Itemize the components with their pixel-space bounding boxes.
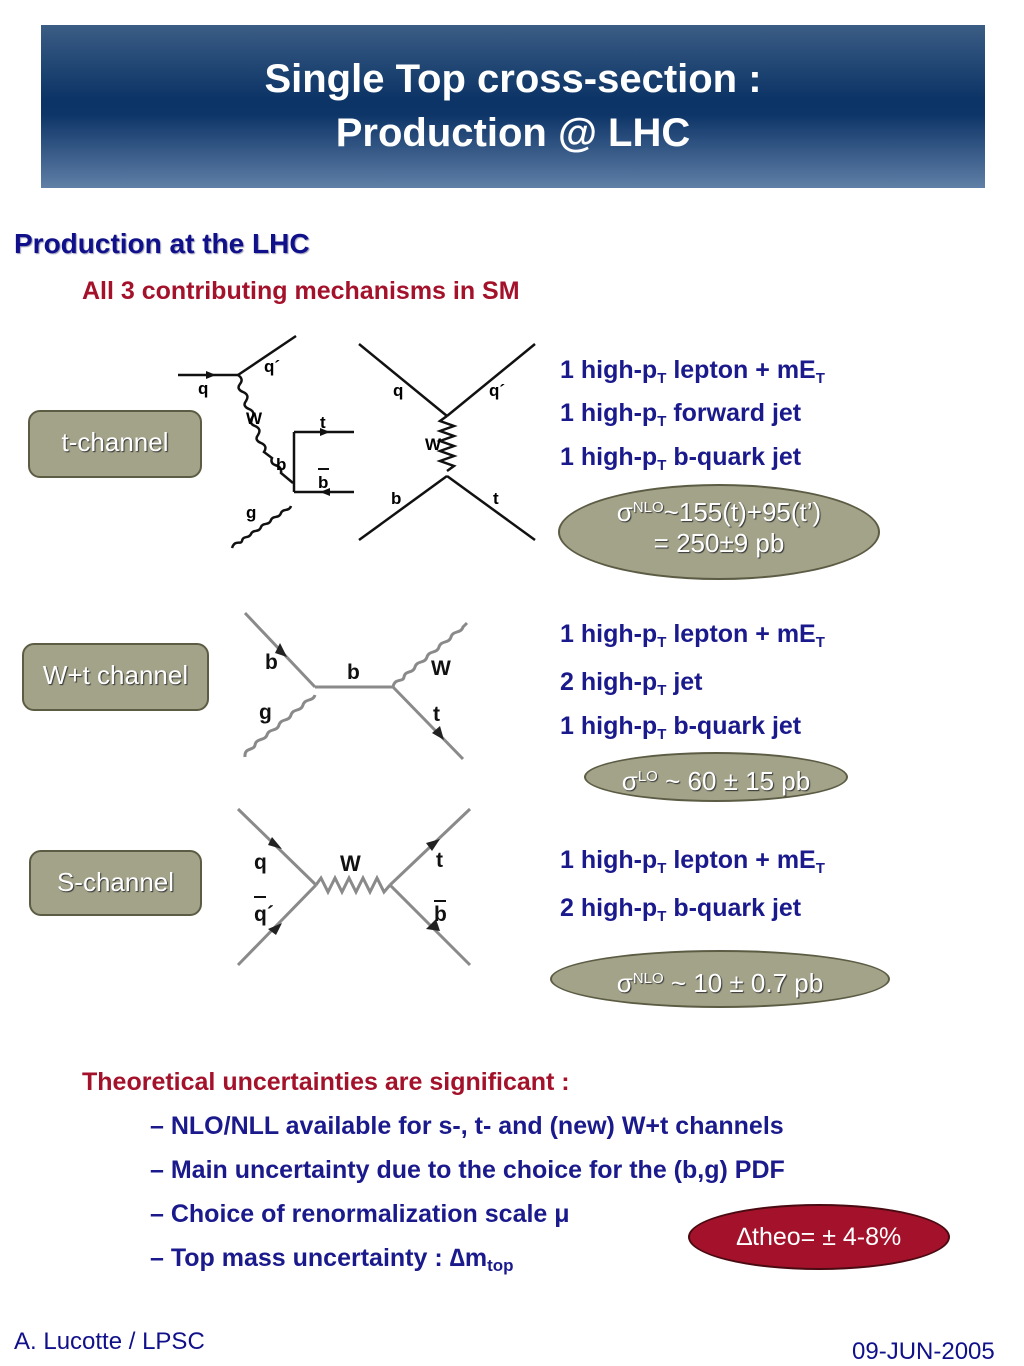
label-q-prime: q´ (264, 357, 280, 376)
label-w: W (425, 435, 442, 454)
label-b-in: b (265, 651, 278, 674)
label-q: q (393, 381, 403, 400)
s-channel-cross-section: σNLO ~ 10 ± 0.7 pb (550, 950, 890, 1008)
title-banner: Single Top cross-section : Production @ … (41, 25, 985, 188)
t-channel-box: t-channel (28, 410, 202, 478)
label-t: t (493, 489, 499, 508)
wt-channel-signature-1: 1 high-pT lepton + mET (560, 620, 825, 651)
wt-channel-signature-3: 1 high-pT b-quark jet (560, 712, 802, 743)
uncertainty-item: – NLO/NLL available for s-, t- and (new)… (150, 1112, 784, 1140)
t-channel-diagram-1: q q´ W t b b g (178, 334, 354, 549)
t-channel-diagram-2: q q´ W b t (358, 343, 536, 542)
footer-date: 09-JUN-2005 (852, 1338, 995, 1365)
uncertainty-item: – Top mass uncertainty : ∆mtop (150, 1244, 514, 1275)
s-channel-signature-2: 2 high-pT b-quark jet (560, 894, 802, 925)
label-t: t (436, 849, 443, 872)
footer-author: A. Lucotte / LPSC (14, 1328, 205, 1355)
s-channel-label: S-channel (56, 867, 175, 897)
t-channel-signature-1: 1 high-pT lepton + mET (560, 356, 825, 387)
uncertainty-item: – Main uncertainty due to the choice for… (150, 1156, 785, 1184)
label-q-prime: q´ (489, 381, 505, 400)
wt-channel-box: W+t channel (22, 643, 209, 711)
theory-uncertainty-badge: ∆theo= ± 4-8% (688, 1204, 950, 1270)
label-qbar-prime: q´ (254, 903, 274, 926)
label-w: W (340, 851, 361, 876)
t-channel-signature-2: 1 high-pT forward jet (560, 399, 802, 430)
wt-channel-label: W+t channel (42, 660, 189, 690)
uncertainty-item: – Choice of renormalization scale μ (150, 1200, 570, 1228)
label-w: W (246, 409, 263, 428)
s-channel-diagram: q q´ W t b (236, 807, 472, 967)
label-bbar: b (318, 473, 328, 492)
wt-channel-signature-2: 2 high-pT jet (560, 668, 703, 699)
label-t: t (433, 703, 440, 726)
title-line1: Single Top cross-section : (264, 57, 762, 101)
t-channel-label: t-channel (61, 427, 169, 457)
label-b: b (391, 489, 401, 508)
label-q: q (198, 379, 208, 398)
section-subtitle: All 3 contributing mechanisms in SM (82, 277, 520, 305)
uncertainties-title: Theoretical uncertainties are significan… (82, 1068, 570, 1096)
label-g: g (259, 701, 272, 724)
s-channel-box: S-channel (29, 850, 202, 916)
section-title: Production at the LHC (14, 228, 310, 259)
label-bbar: b (434, 903, 447, 926)
wt-channel-diagram: b g b W t (243, 611, 469, 761)
label-w: W (431, 657, 451, 680)
label-q: q (254, 851, 267, 874)
wt-channel-cross-section: σLO ~ 60 ± 15 pb (584, 752, 848, 802)
label-g: g (246, 503, 256, 522)
s-channel-signature-1: 1 high-pT lepton + mET (560, 846, 825, 877)
label-b: b (276, 455, 286, 474)
label-t: t (320, 413, 326, 432)
t-channel-signature-3: 1 high-pT b-quark jet (560, 443, 802, 474)
title-line2: Production @ LHC (335, 111, 691, 155)
t-channel-cross-section: σNLO~155(t)+95(t’) = 250±9 pb (558, 484, 880, 580)
label-b-mid: b (347, 661, 360, 684)
